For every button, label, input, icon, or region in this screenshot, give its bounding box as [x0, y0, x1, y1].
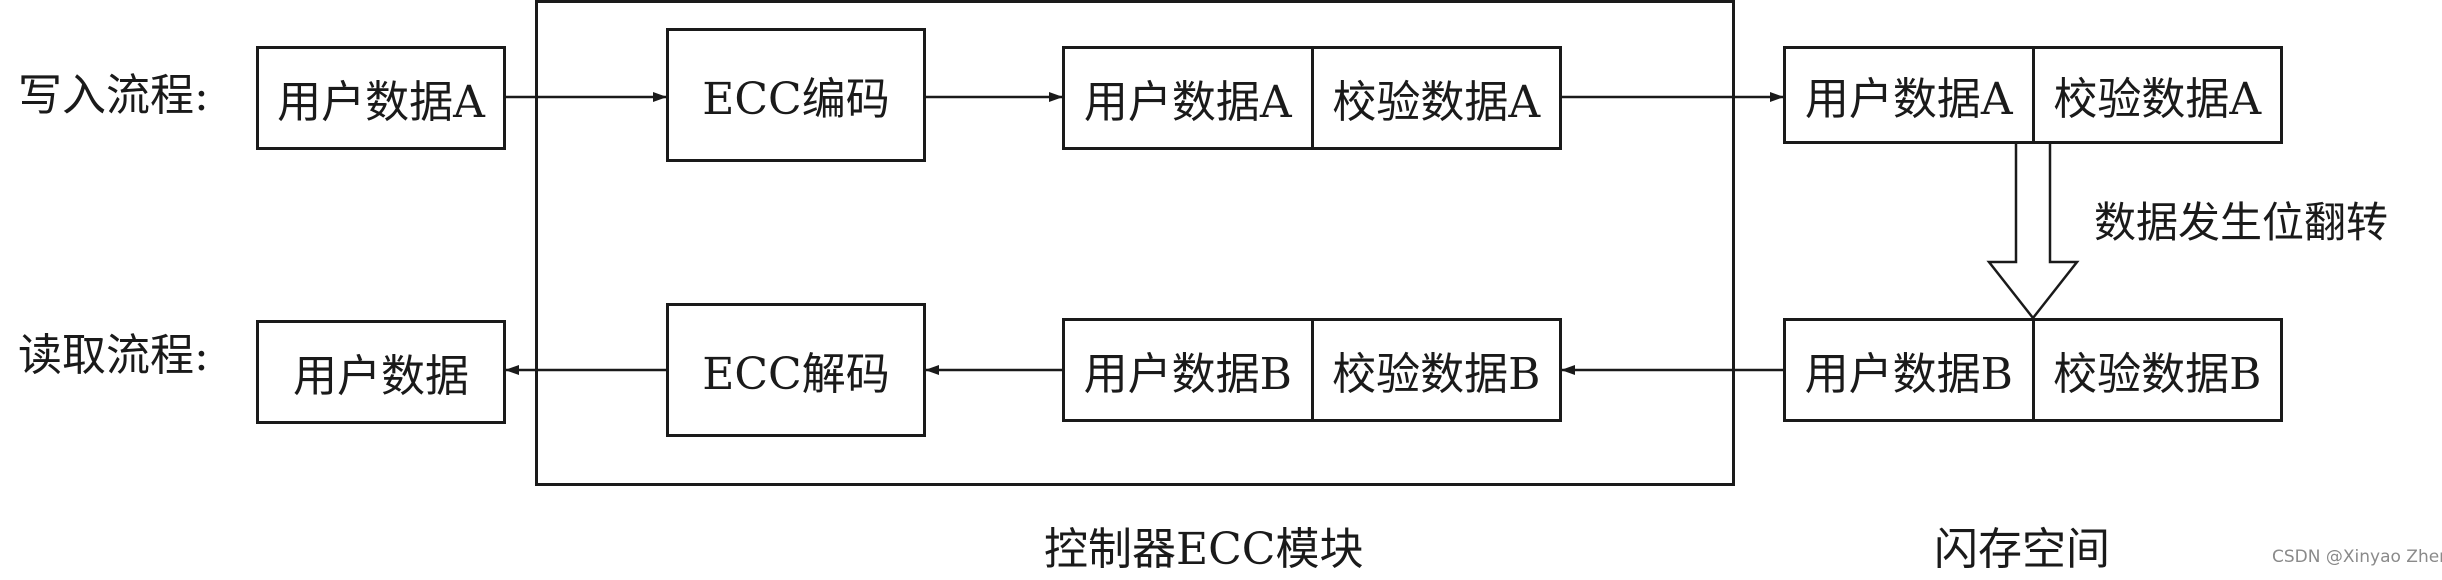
write-flow-label: 写入流程:	[18, 70, 209, 121]
flash-check-data-a-cell: 校验数据A	[2031, 49, 2281, 141]
bit-flip-label: 数据发生位翻转	[2094, 198, 2389, 247]
read-flow-label: 读取流程:	[18, 330, 209, 381]
flash-data-a-box: 用户数据A 校验数据A	[1783, 46, 2283, 144]
flash-check-data-b-cell: 校验数据B	[2031, 321, 2281, 419]
read-check-data-b-cell: 校验数据B	[1310, 321, 1560, 419]
flash-user-data-b-cell: 用户数据B	[1804, 349, 2013, 400]
flash-user-data-a-cell: 用户数据A	[1804, 74, 2013, 125]
read-user-data-b-cell: 用户数据B	[1083, 349, 1292, 400]
controller-ecc-module-frame	[535, 0, 1735, 486]
write-user-data-box: 用户数据A	[256, 46, 506, 150]
controller-module-caption: 控制器ECC模块	[1044, 524, 1364, 575]
read-data-box: 用户数据B 校验数据B	[1062, 318, 1562, 422]
bit-flip-arrow	[1986, 144, 2080, 321]
flash-data-b-box: 用户数据B 校验数据B	[1783, 318, 2283, 422]
watermark: CSDN @Xinyao Zheng	[2272, 547, 2442, 567]
ecc-encode-box: ECC编码	[666, 28, 926, 162]
encoded-data-box: 用户数据A 校验数据A	[1062, 46, 1562, 150]
ecc-decode-box: ECC解码	[666, 303, 926, 437]
flash-space-caption: 闪存空间	[1934, 524, 2110, 575]
encoded-check-data-cell: 校验数据A	[1310, 49, 1560, 147]
read-user-data-box: 用户数据	[256, 320, 506, 424]
encoded-user-data-cell: 用户数据A	[1083, 77, 1292, 128]
